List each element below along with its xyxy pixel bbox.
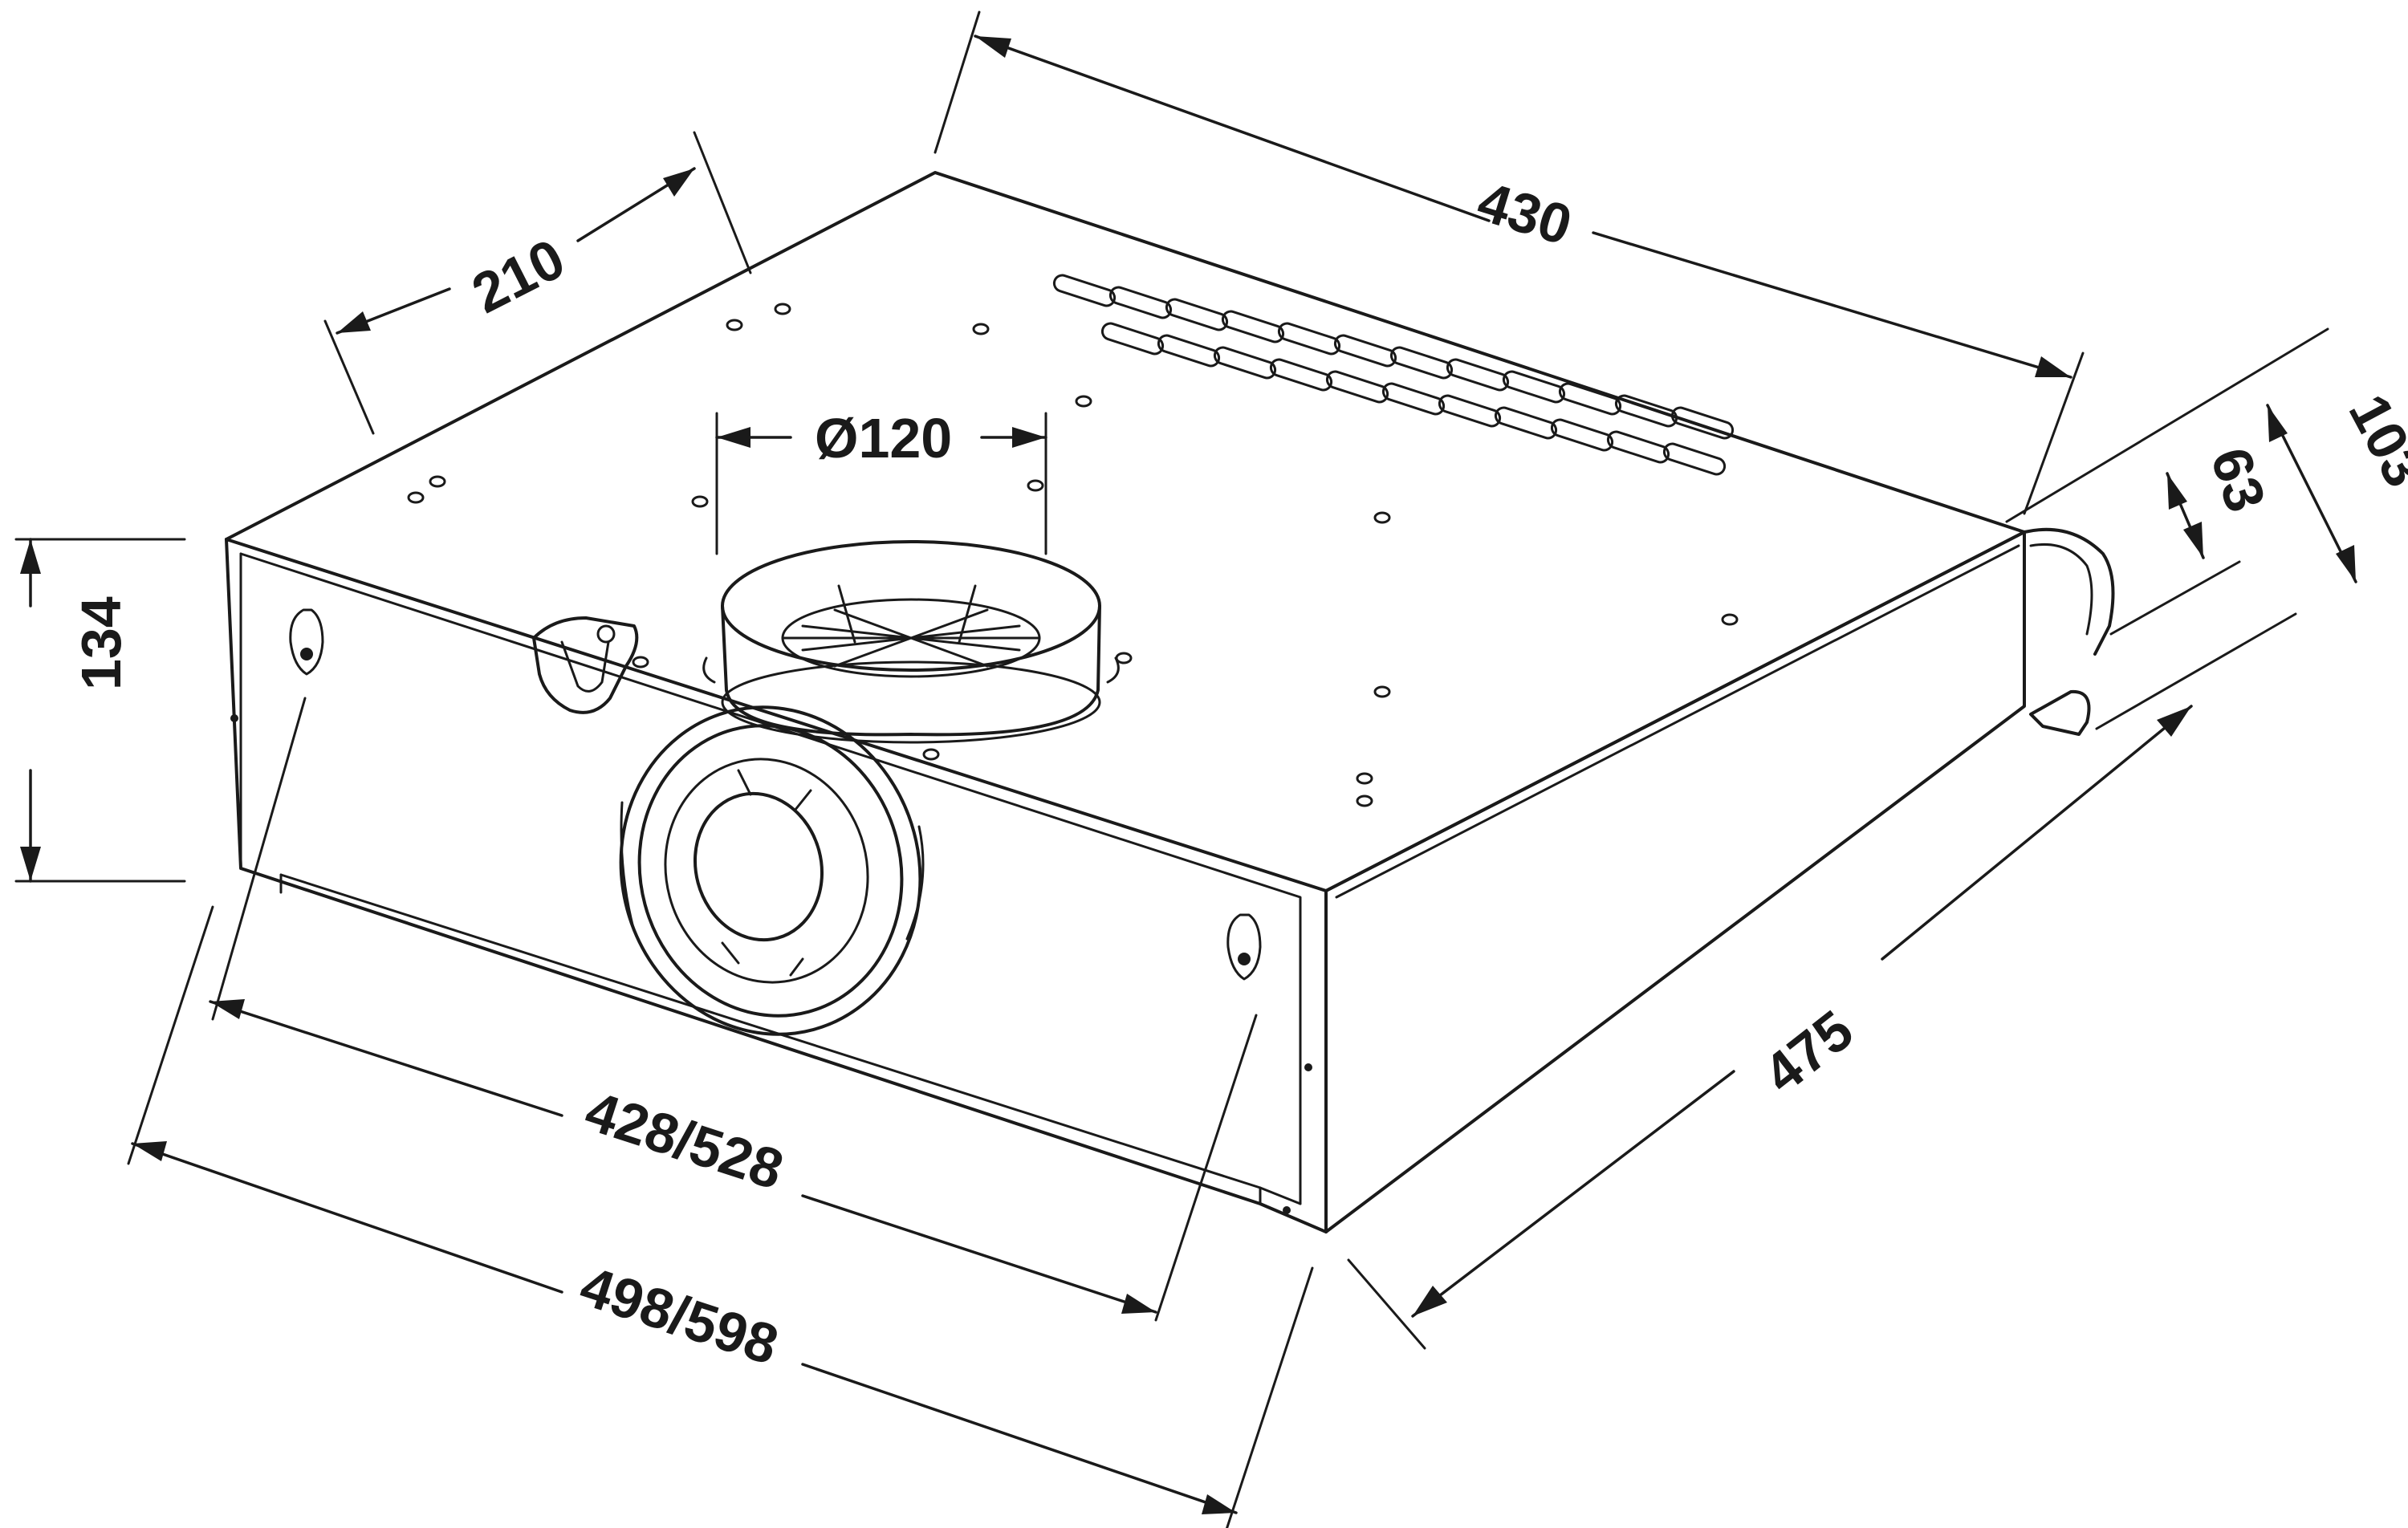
front-fan-grille — [619, 705, 925, 1036]
dim-label-498-598: 498/598 — [573, 1254, 786, 1376]
front-bottom-notch — [279, 873, 1302, 1205]
rear-bracket — [2023, 527, 2115, 656]
dim-label-diameter-120: Ø120 — [815, 407, 952, 469]
side-face-outline — [1324, 530, 2026, 1233]
top-outlet-collar — [702, 540, 1120, 744]
rear-bracket-inner — [2029, 543, 2093, 636]
keyhole-left — [289, 608, 324, 676]
keyhole-slots — [230, 608, 1312, 1214]
dim-label-475: 475 — [1752, 998, 1865, 1105]
vent-slots — [1052, 274, 1735, 476]
dim-label-63: 63 — [2199, 441, 2277, 519]
left-hook-bracket — [532, 616, 639, 714]
hood-body — [225, 171, 2115, 1233]
dim-label-103: 103 — [2337, 384, 2408, 497]
dimension-lines — [20, 35, 2357, 1514]
extension-lines — [14, 10, 2329, 1528]
dim-label-210: 210 — [462, 227, 574, 326]
front-face-inner-edge — [239, 552, 1302, 1205]
dim-label-430: 430 — [1470, 169, 1578, 257]
dim-label-134: 134 — [70, 596, 132, 690]
dim-label-428-528: 428/528 — [578, 1079, 791, 1201]
front-face-outline — [225, 538, 1328, 1233]
keyhole-right — [1226, 913, 1262, 981]
side-face-top-edge — [1335, 544, 2020, 899]
lower-bracket-tab — [2029, 689, 2091, 736]
